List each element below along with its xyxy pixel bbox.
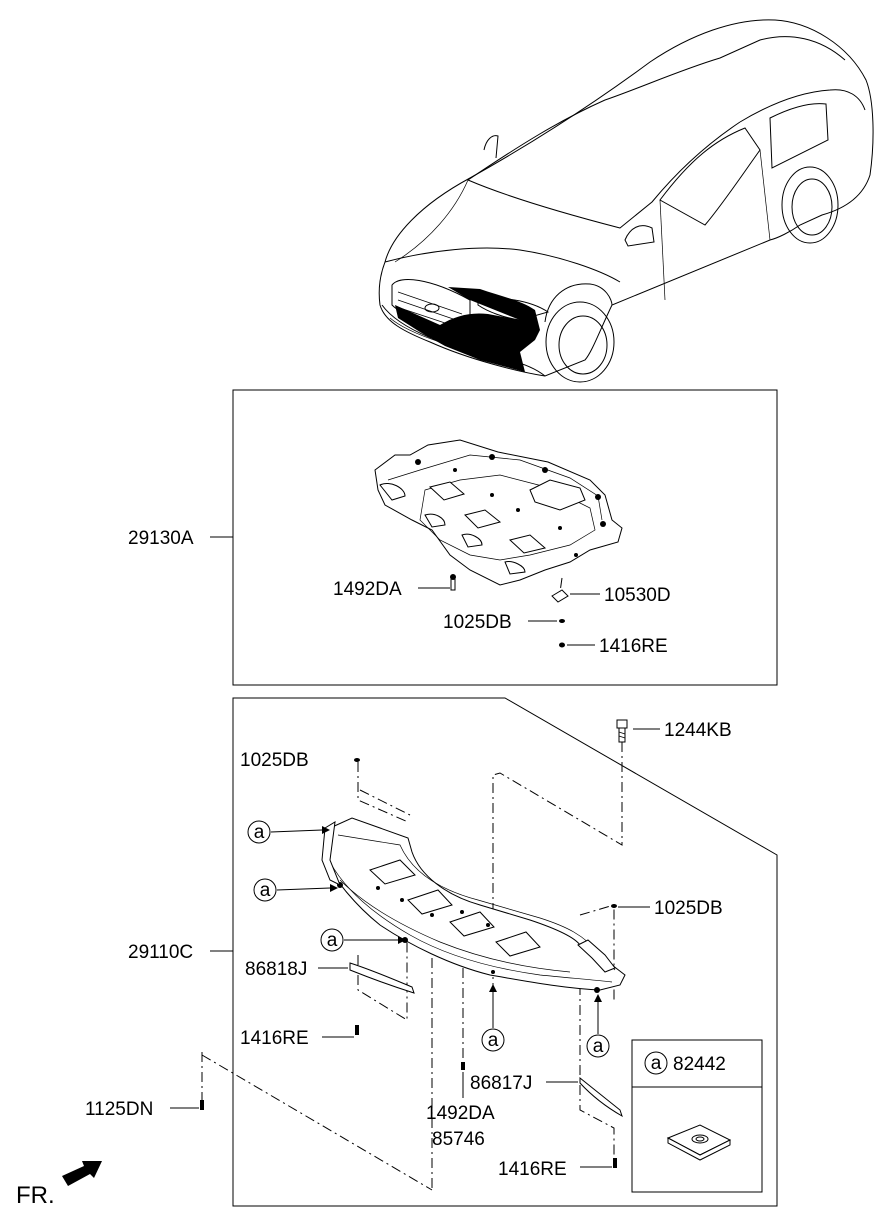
highlighted-under-cover bbox=[395, 287, 540, 372]
svg-text:a: a bbox=[651, 1053, 662, 1074]
svg-text:a: a bbox=[254, 822, 265, 843]
bolt-1125dn bbox=[200, 1100, 204, 1110]
svg-text:a: a bbox=[593, 1036, 604, 1057]
legend-box-82442 bbox=[631, 1039, 763, 1193]
bolt-1244kb bbox=[616, 719, 628, 743]
circle-a-5: a bbox=[586, 1034, 610, 1058]
label-1025db-left: 1025DB bbox=[240, 750, 309, 771]
label-1025db-top: 1025DB bbox=[443, 612, 512, 633]
label-29110c: 29110C bbox=[128, 942, 193, 963]
label-1025db-right: 1025DB bbox=[654, 898, 723, 919]
bottom-parts-frame bbox=[232, 697, 778, 1207]
screw-1416re-left bbox=[355, 1025, 359, 1035]
front-direction-indicator: FR. bbox=[16, 1161, 102, 1209]
clip-1025db-left bbox=[354, 758, 360, 762]
label-82442: 82442 bbox=[673, 1054, 726, 1075]
lower-engine-cover-29130a bbox=[374, 439, 623, 586]
a-arrows bbox=[270, 826, 602, 1034]
label-1492da-top: 1492DA bbox=[333, 579, 402, 600]
bolt-1492da-top bbox=[450, 574, 456, 591]
svg-text:a: a bbox=[260, 880, 271, 901]
label-86818j: 86818J bbox=[245, 959, 307, 980]
circle-a-4: a bbox=[481, 1028, 505, 1052]
under-cover-29110c bbox=[321, 817, 626, 993]
label-1125dn: 1125DN bbox=[85, 1099, 153, 1120]
label-29130a: 29130A bbox=[128, 528, 194, 549]
label-86817j: 86817J bbox=[470, 1073, 532, 1094]
circle-a-legend: a bbox=[644, 1051, 668, 1075]
fr-label: FR. bbox=[16, 1182, 55, 1209]
circle-a-3: a bbox=[320, 928, 344, 952]
strip-86817j bbox=[579, 1076, 623, 1118]
clip-1025db-top bbox=[559, 619, 565, 623]
bolt-1492da-bottom bbox=[461, 1062, 465, 1070]
circle-a-1: a bbox=[247, 820, 271, 844]
screw-1416re-bottom bbox=[613, 1158, 617, 1168]
bracket-10530d bbox=[551, 577, 569, 603]
label-1416re-top: 1416RE bbox=[599, 636, 668, 657]
svg-text:a: a bbox=[327, 930, 338, 951]
label-1492da-bottom: 1492DA bbox=[426, 1103, 495, 1124]
label-85746: 85746 bbox=[432, 1129, 485, 1150]
label-1416re-bottom: 1416RE bbox=[498, 1159, 567, 1180]
assembly-guide-lines bbox=[201, 742, 623, 1191]
clip-1025db-right bbox=[611, 904, 617, 908]
label-1244kb: 1244KB bbox=[664, 720, 732, 741]
front-arrow-icon bbox=[62, 1161, 102, 1186]
screw-1416re-top bbox=[559, 642, 565, 648]
circle-a-2: a bbox=[253, 878, 277, 902]
label-10530d: 10530D bbox=[604, 585, 671, 606]
label-1416re-left: 1416RE bbox=[240, 1028, 309, 1049]
car-illustration bbox=[378, 19, 874, 383]
strip-86818j bbox=[349, 962, 415, 994]
svg-text:a: a bbox=[488, 1030, 499, 1051]
